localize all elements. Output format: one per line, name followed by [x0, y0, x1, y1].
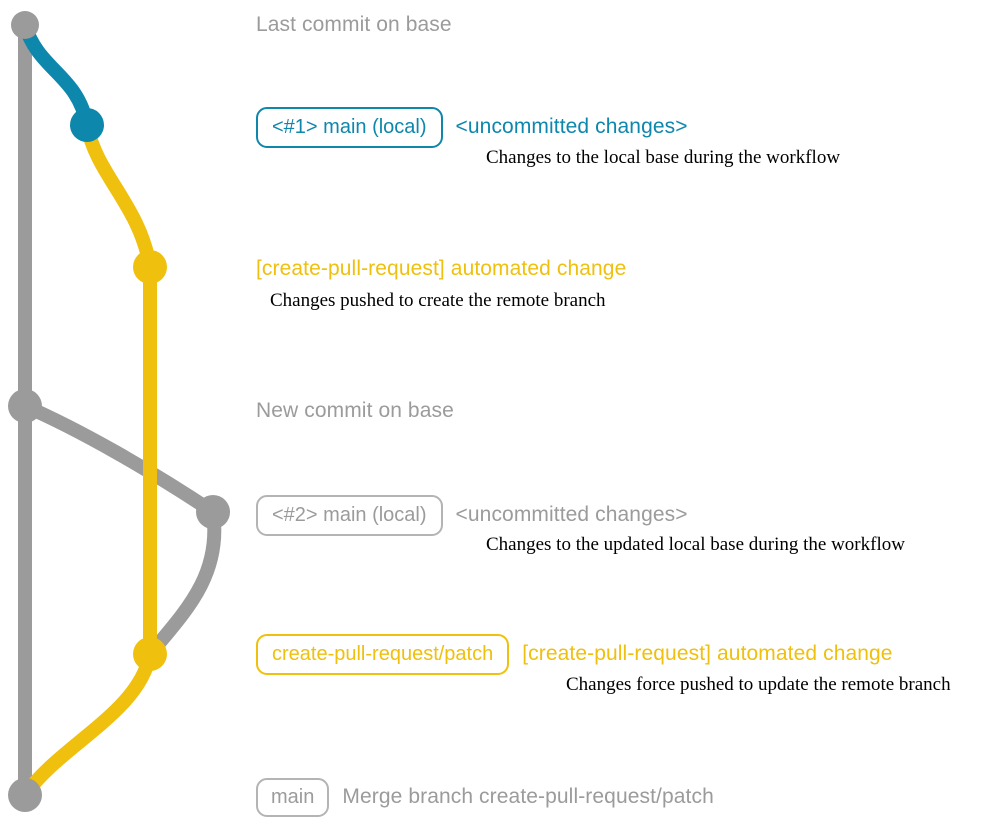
row-merge-branch: main Merge branch create-pull-request/pa…	[256, 777, 714, 817]
commit-message-merge-branch: Merge branch create-pull-request/patch	[342, 785, 714, 808]
branch-line-base-to-local2	[18, 399, 220, 519]
commit-message-uncommitted-1: <uncommitted changes>	[455, 115, 688, 138]
row-last-commit-on-base: Last commit on base	[256, 10, 452, 40]
commit-message-uncommitted-2: <uncommitted changes>	[455, 503, 688, 526]
commit-message-automated-change-push: [create-pull-request] automated change	[256, 257, 627, 280]
commit-node-local-1[interactable]	[70, 108, 104, 142]
commit-message-automated-change-force-push: [create-pull-request] automated change	[522, 642, 893, 665]
commit-node-base-new[interactable]	[8, 389, 42, 423]
row-automated-change-force-push: create-pull-request/patch [create-pull-r…	[256, 633, 893, 675]
commit-node-patch-1[interactable]	[133, 250, 167, 284]
commit-node-local-2[interactable]	[196, 495, 230, 529]
description-automated-change-force-push: Changes force pushed to update the remot…	[566, 674, 951, 695]
branch-line-patch2-to-merge	[18, 647, 157, 802]
description-automated-change-push: Changes pushed to create the remote bran…	[270, 290, 606, 311]
row-local-uncommitted-1: <#1> main (local) <uncommitted changes>	[256, 106, 688, 148]
description-local-uncommitted-2: Changes to the updated local base during…	[486, 534, 905, 555]
ref-badge-create-pull-request-patch[interactable]: create-pull-request/patch	[256, 633, 510, 675]
row-local-uncommitted-2: <#2> main (local) <uncommitted changes>	[256, 494, 688, 536]
commit-message-new-commit-on-base: New commit on base	[256, 399, 454, 422]
row-automated-change-push: [create-pull-request] automated change	[256, 255, 626, 283]
branch-line-base-to-local1	[18, 18, 94, 132]
description-local-uncommitted-1: Changes to the local base during the wor…	[486, 147, 841, 168]
ref-badge-main-local-1[interactable]: <#1> main (local)	[256, 106, 443, 148]
branch-line-local1-to-patch1	[80, 118, 157, 274]
commit-node-patch-2[interactable]	[133, 637, 167, 671]
commit-node-base-root[interactable]	[11, 11, 39, 39]
row-new-commit-on-base: New commit on base	[256, 396, 454, 426]
commit-node-merge[interactable]	[8, 778, 42, 812]
commit-message-last-commit-on-base: Last commit on base	[256, 13, 452, 36]
ref-badge-main[interactable]: main	[256, 777, 330, 817]
ref-badge-main-local-2[interactable]: <#2> main (local)	[256, 494, 443, 536]
branch-line-local2-to-patch2	[143, 505, 222, 661]
